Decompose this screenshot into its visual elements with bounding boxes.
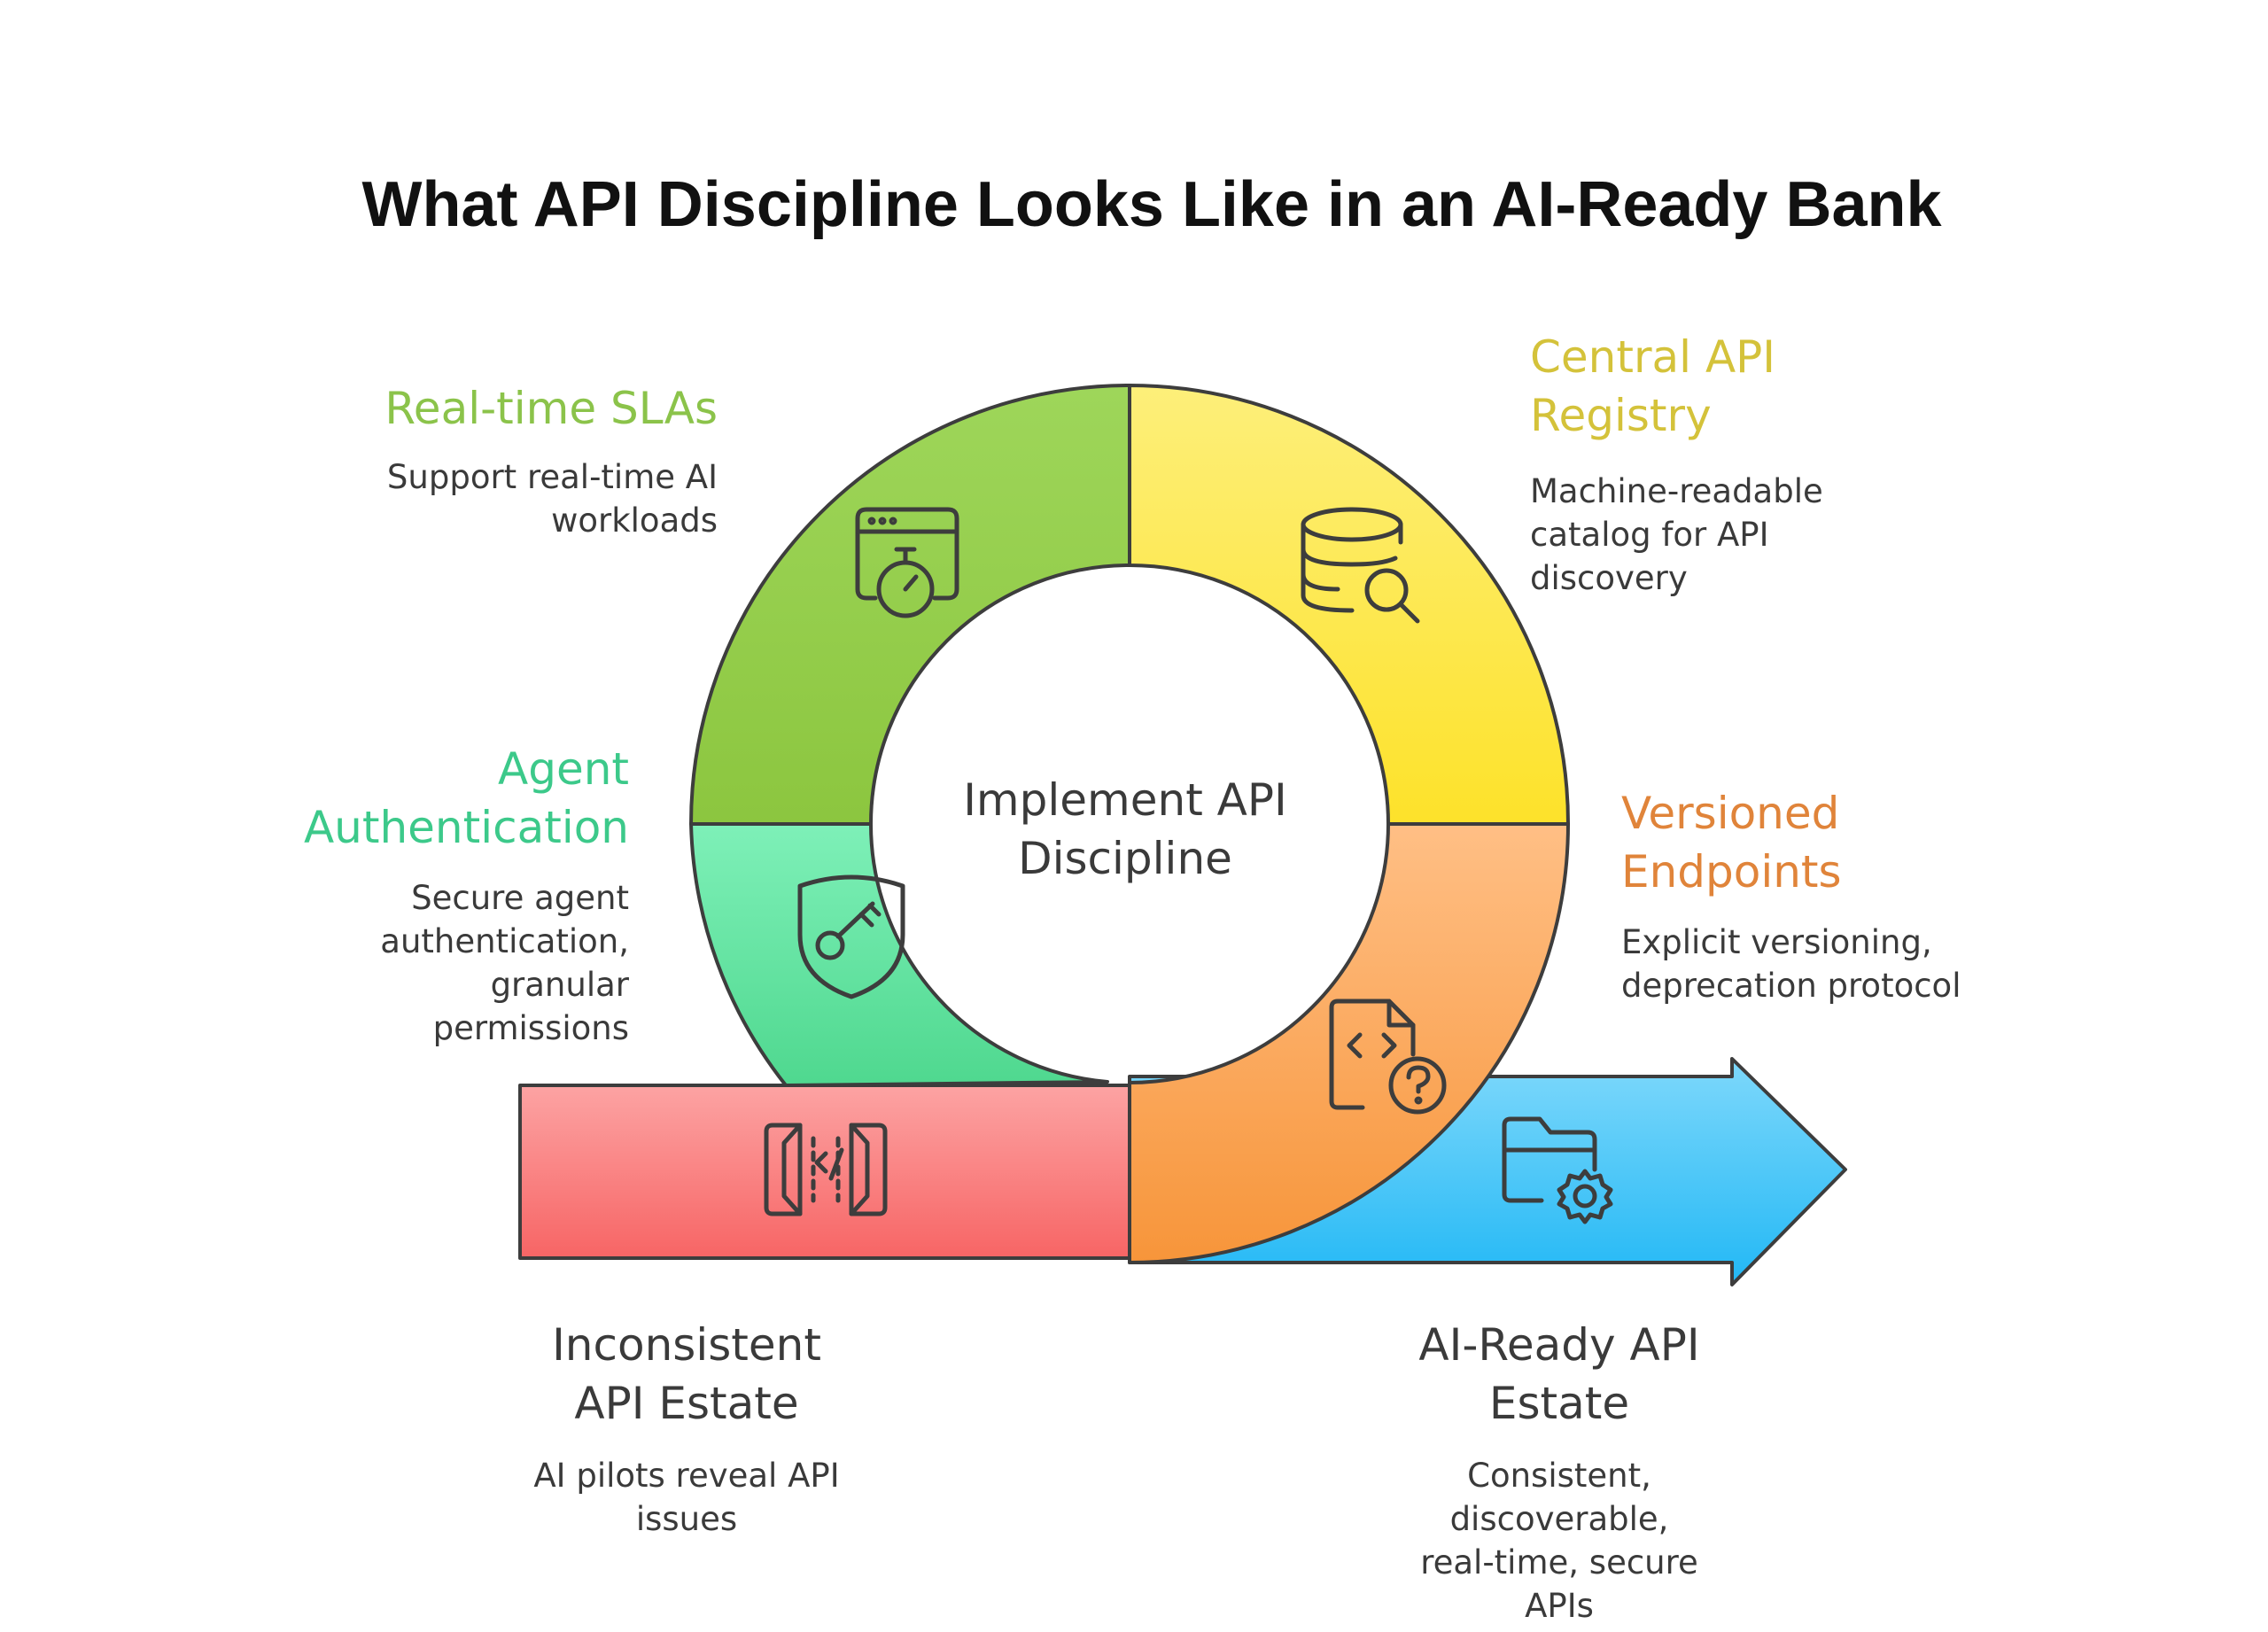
end-start: Inconsistent API Estate AI pilots reveal… (514, 1316, 859, 1541)
stage-realtime-title: Real-time SLAs (384, 383, 718, 434)
end-end: AI-Ready API Estate Consistent, discover… (1386, 1316, 1732, 1628)
end-end-title: AI-Ready API Estate (1418, 1319, 1700, 1429)
stage-registry-title: Central API Registry (1530, 331, 1776, 441)
stopwatch-window-icon (855, 507, 959, 618)
shield-key-icon (797, 874, 905, 999)
end-start-desc: AI pilots reveal API issues (533, 1457, 840, 1538)
stage-versioned-title: Versioned Endpoints (1621, 788, 1842, 898)
stage-realtime: Real-time SLAs Support real-time AI work… (337, 379, 718, 542)
stage-versioned: Versioned Endpoints Explicit versioning,… (1621, 784, 1993, 1007)
database-search-icon (1301, 507, 1420, 624)
segment-registry (1128, 384, 1570, 826)
stage-auth-desc: Secure agent authentication, granular pe… (380, 879, 629, 1047)
code-bracket-icon (764, 1123, 888, 1216)
stage-auth-title: Agent Authentication (303, 743, 629, 853)
segment-realtime (689, 384, 1131, 826)
stage-registry: Central API Registry Machine-readable ca… (1530, 328, 1902, 600)
stage-registry-desc: Machine-readable catalog for API discove… (1530, 472, 1823, 597)
stage-versioned-desc: Explicit versioning, deprecation protoco… (1621, 923, 1961, 1005)
end-start-title: Inconsistent API Estate (552, 1319, 821, 1429)
stage-realtime-desc: Support real-time AI workloads (386, 458, 718, 540)
end-end-desc: Consistent, discoverable, real-time, sec… (1420, 1457, 1698, 1625)
center-label: Implement API Discipline (963, 774, 1287, 884)
folder-gear-icon (1502, 1116, 1613, 1224)
page-title: What API Discipline Looks Like in an AI-… (361, 169, 1942, 240)
code-file-question-icon (1329, 999, 1447, 1115)
stage-auth: Agent Authentication Secure agent authen… (292, 740, 629, 1050)
